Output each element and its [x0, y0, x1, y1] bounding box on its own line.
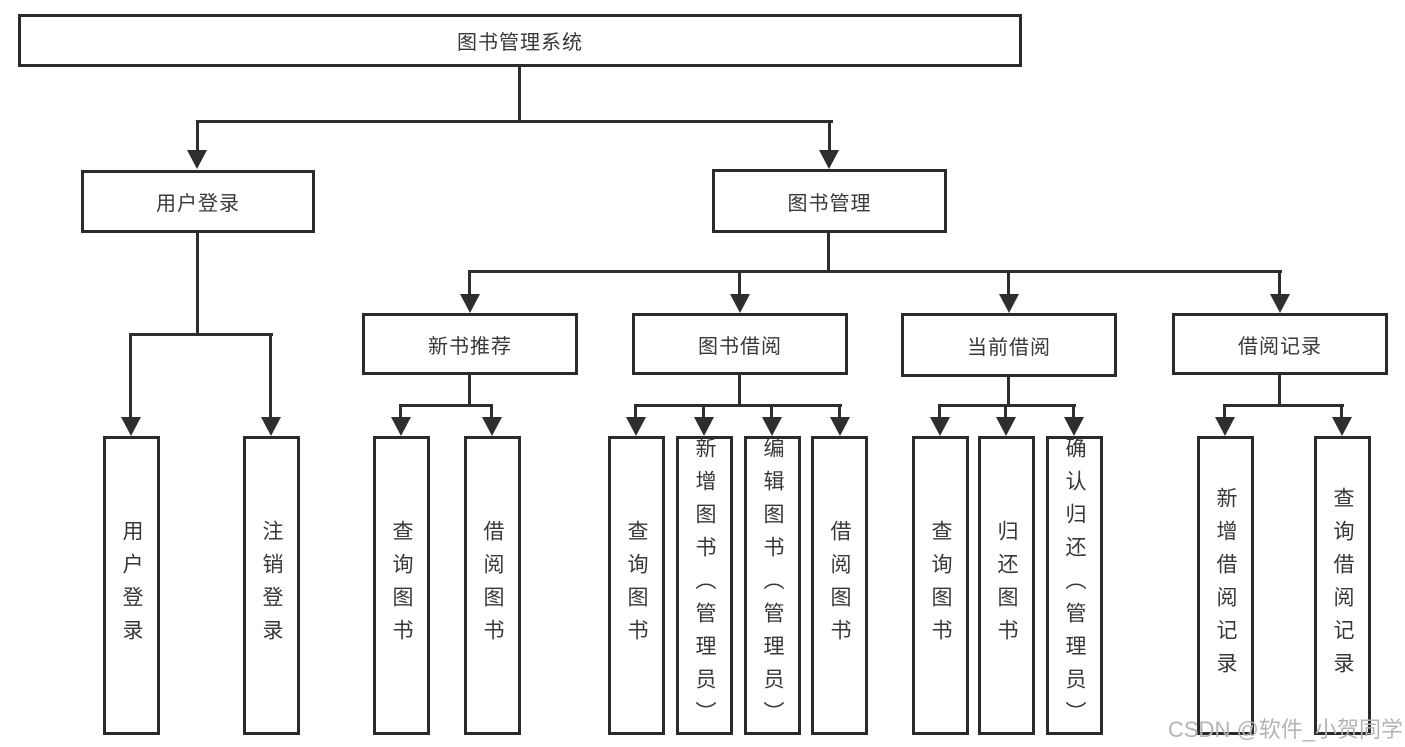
connector-drop-user-login: [196, 120, 199, 152]
connector-drop-borrowing-records: [1278, 270, 1281, 296]
connector-current-borrowing-bar: [938, 404, 1076, 407]
connector-drop: [770, 404, 773, 419]
arrow-down-icon: [121, 417, 141, 436]
connector-user-login-stem: [196, 232, 199, 334]
leaf-user-login: 用户登录: [103, 436, 160, 735]
leaf-return-books-label: 归还图书: [995, 519, 1018, 652]
node-current-borrowing-label: 当前借阅: [967, 336, 1051, 359]
connector-book-management-stem: [827, 232, 830, 273]
leaf-user-login-label: 用户登录: [120, 519, 143, 652]
connector-drop-new-book: [468, 270, 471, 296]
arrow-down-icon: [261, 417, 281, 436]
connector-drop-book-management: [828, 120, 831, 152]
connector-user-login-bar: [129, 333, 273, 336]
connector-drop: [1004, 404, 1007, 419]
arrow-down-icon: [999, 294, 1019, 313]
connector-drop: [634, 404, 637, 419]
node-new-book-recommend-label: 新书推荐: [428, 335, 512, 358]
leaf-add-books-admin-label: 新增图书（管理员）: [693, 437, 716, 734]
arrow-down-icon: [1064, 417, 1084, 436]
connector-root-stem: [518, 67, 521, 121]
arrow-down-icon: [482, 417, 502, 436]
connector-drop: [838, 404, 841, 419]
leaf-borrow-books-borrowing: 借阅图书: [811, 436, 868, 735]
connector-borrowing-records-stem: [1278, 374, 1281, 407]
node-user-login-label: 用户登录: [156, 193, 240, 215]
leaf-query-books-current-label: 查询图书: [929, 519, 952, 652]
arrow-down-icon: [730, 294, 750, 313]
connector-drop: [702, 404, 705, 419]
leaf-add-books-admin: 新增图书（管理员）: [676, 436, 733, 735]
node-root-label: 图书管理系统: [457, 32, 583, 54]
connector-drop-current-borrowing: [1007, 270, 1010, 296]
node-book-borrowing: 图书借阅: [632, 313, 848, 375]
connector-drop: [490, 404, 493, 419]
connector-drop-leaf-user-login: [129, 333, 132, 418]
node-book-management-label: 图书管理: [787, 192, 872, 215]
connector-drop: [938, 404, 941, 419]
leaf-query-books-recommend: 查询图书: [373, 436, 430, 735]
leaf-query-books-borrowing-label: 查询图书: [625, 519, 648, 652]
node-borrowing-records: 借阅记录: [1172, 313, 1388, 375]
connector-book-borrowing-stem: [738, 374, 741, 407]
watermark-text: CSDN @软件_小贺同学: [1168, 717, 1404, 742]
arrow-down-icon: [819, 150, 839, 169]
leaf-add-borrow-record: 新增借阅记录: [1197, 436, 1254, 735]
connector-new-book-stem: [468, 374, 471, 407]
arrow-down-icon: [830, 417, 850, 436]
leaf-logout: 注销登录: [243, 436, 300, 735]
arrow-down-icon: [930, 417, 950, 436]
connector-current-borrowing-stem: [1007, 376, 1010, 407]
leaf-logout-label: 注销登录: [260, 519, 283, 652]
connector-root-bar: [196, 120, 833, 123]
node-book-borrowing-label: 图书借阅: [698, 335, 782, 358]
leaf-query-books-current: 查询图书: [912, 436, 969, 735]
arrow-down-icon: [626, 417, 646, 436]
node-user-login: 用户登录: [81, 170, 315, 233]
node-borrowing-records-label: 借阅记录: [1238, 335, 1322, 358]
leaf-edit-books-admin-label: 编辑图书（管理员）: [761, 437, 784, 734]
arrow-down-icon: [1332, 417, 1352, 436]
connector-drop: [1340, 404, 1343, 419]
leaf-confirm-return-admin: 确认归还（管理员）: [1046, 436, 1103, 735]
connector-drop: [1223, 404, 1226, 419]
connector-book-borrowing-bar: [634, 404, 842, 407]
arrow-down-icon: [460, 294, 480, 313]
arrow-down-icon: [996, 417, 1016, 436]
leaf-edit-books-admin: 编辑图书（管理员）: [744, 436, 801, 735]
leaf-add-borrow-record-label: 新增借阅记录: [1214, 486, 1237, 685]
connector-book-management-bar: [468, 270, 1282, 273]
arrow-down-icon: [762, 417, 782, 436]
leaf-query-borrow-record-label: 查询借阅记录: [1331, 486, 1354, 685]
leaf-query-books-recommend-label: 查询图书: [390, 519, 413, 652]
connector-drop-book-borrowing: [738, 270, 741, 296]
leaf-borrow-books-recommend-label: 借阅图书: [481, 519, 504, 652]
leaf-query-borrow-record: 查询借阅记录: [1314, 436, 1371, 735]
leaf-query-books-borrowing: 查询图书: [608, 436, 665, 735]
connector-drop: [1072, 404, 1075, 419]
node-new-book-recommend: 新书推荐: [362, 313, 578, 375]
arrow-down-icon: [1270, 294, 1290, 313]
leaf-confirm-return-admin-label: 确认归还（管理员）: [1063, 437, 1086, 734]
connector-drop: [399, 404, 402, 419]
arrow-down-icon: [391, 417, 411, 436]
leaf-borrow-books-borrowing-label: 借阅图书: [828, 519, 851, 652]
connector-drop-leaf-logout: [269, 333, 272, 418]
arrow-down-icon: [187, 150, 207, 169]
node-book-management: 图书管理: [712, 169, 947, 233]
connector-new-book-bar: [399, 404, 493, 407]
leaf-borrow-books-recommend: 借阅图书: [464, 436, 521, 735]
node-root: 图书管理系统: [18, 14, 1022, 67]
node-current-borrowing: 当前借阅: [901, 313, 1117, 377]
arrow-down-icon: [694, 417, 714, 436]
arrow-down-icon: [1215, 417, 1235, 436]
leaf-return-books: 归还图书: [978, 436, 1035, 735]
connector-borrowing-records-bar: [1223, 404, 1344, 407]
